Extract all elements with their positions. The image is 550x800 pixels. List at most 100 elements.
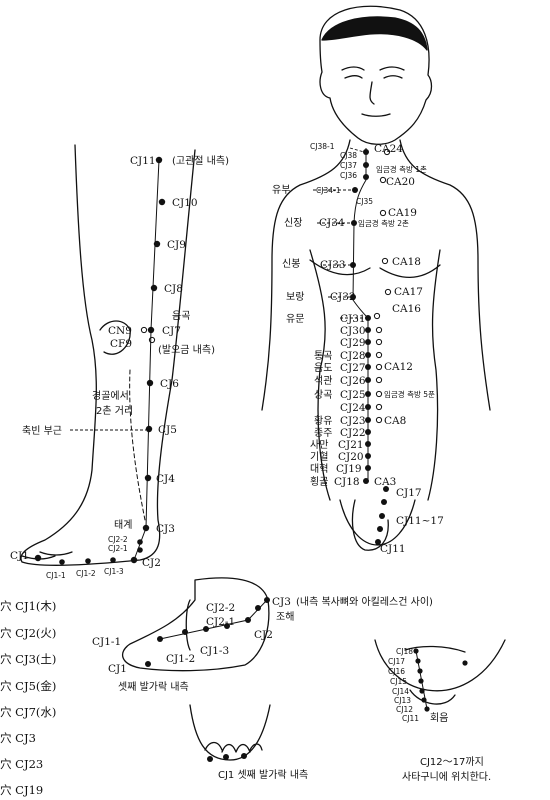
cj1-3-label: CJ1-3	[104, 567, 124, 576]
cf9-label: CF9	[110, 338, 132, 350]
gyeonggol-line1: 경골에서	[92, 389, 129, 402]
legend: 穴 CJ1(木) 穴 CJ2(火) 穴 CJ3(土) 穴 CJ5(金) 穴 CJ…	[0, 599, 56, 797]
pelvis-caption-2: 사타구니에 위치한다.	[402, 770, 491, 783]
pelvis-labels: CJ18 CJ17 CJ16 CJ15 CJ14 CJ13 CJ12 CJ11 …	[388, 647, 491, 783]
pelvis-cj14: CJ14	[392, 687, 409, 696]
legend-item: 穴 CJ1(木)	[0, 599, 56, 613]
legend-item: 穴 CJ7(水)	[0, 705, 56, 719]
foot-cj1-3-label: CJ1-3	[200, 645, 229, 657]
ca12-label: CA12	[384, 361, 413, 373]
side2-note: 임금경 측방 2촌	[358, 218, 409, 228]
eumgok-label: 음곡	[172, 310, 190, 322]
range-label: CJ11~17	[396, 515, 444, 527]
cj23-label: CJ23	[340, 415, 366, 427]
cj1-label: CJ1	[10, 550, 29, 562]
giheol-label: 기혈	[310, 450, 328, 463]
cj35-label: CJ35	[356, 197, 373, 206]
leader-lines	[70, 147, 366, 431]
pelvis-cj13: CJ13	[394, 696, 411, 705]
cj18-label: CJ18	[334, 476, 360, 488]
tonggok-label: 통곡	[314, 350, 332, 362]
pelvis-cj17: CJ17	[388, 657, 405, 666]
ca3-label: CA3	[374, 476, 396, 488]
cj6-label: CJ6	[160, 378, 179, 390]
chukbin-label: 축빈 부근	[22, 425, 62, 437]
foot-cj2-2-label: CJ2-2	[206, 602, 235, 614]
cj37-label: CJ37	[340, 161, 357, 170]
cj27-label: CJ27	[340, 362, 366, 374]
cj9-label: CJ9	[167, 239, 186, 251]
daehyeok-label: 대혁	[310, 463, 328, 475]
cj7-label: CJ7	[162, 325, 181, 337]
legend-item: 穴 CJ3(土)	[0, 652, 56, 666]
cj17-label: CJ17	[396, 487, 422, 499]
leg-outline	[20, 144, 196, 566]
ca24-label: CA24	[374, 143, 403, 155]
legend-item: 穴 CJ2(火)	[0, 626, 56, 640]
yumun-label: 유문	[286, 313, 304, 325]
legend-item: 穴 CJ19	[0, 783, 43, 797]
cj24-label: CJ24	[340, 402, 366, 414]
cj11-torso-label: CJ11	[380, 543, 406, 555]
cj11-label: CJ11	[130, 155, 156, 167]
foot-outline	[121, 577, 270, 672]
side1-note: 임금경 측방 1촌	[376, 164, 427, 174]
cj8-label: CJ8	[164, 283, 183, 295]
cj19-label: CJ19	[336, 463, 362, 475]
pelvis-cj16: CJ16	[388, 667, 405, 676]
cj10-label: CJ10	[172, 197, 198, 209]
foot-cj1-2-label: CJ1-2	[166, 653, 195, 665]
hoeeum-label: 회음	[430, 712, 448, 724]
jungju-label: 중주	[314, 427, 332, 439]
ca18-label: CA18	[392, 256, 421, 268]
sanggok-label: 상곡	[314, 389, 332, 401]
taegye-label: 태계	[114, 519, 132, 531]
pelvis-cj18: CJ18	[396, 647, 413, 656]
pelvis-cj12: CJ12	[396, 705, 413, 714]
ca20-label: CA20	[386, 176, 415, 188]
torso-outline	[261, 5, 491, 551]
legend-item: 穴 CJ23	[0, 757, 43, 771]
meridian-lines	[133, 148, 428, 710]
sinbong-label: 신봉	[282, 258, 300, 270]
cj34-label: CJ34	[319, 217, 345, 229]
cj32-label: CJ32	[330, 291, 356, 303]
cj1-1-label: CJ1-1	[46, 571, 66, 580]
cj4-label: CJ4	[156, 473, 175, 485]
saman-label: 사만	[310, 439, 328, 451]
foot-cj2-label: CJ2	[254, 629, 273, 641]
foot-toe-note: 셋째 발가락 내측	[118, 681, 189, 693]
gyeonggol-line2: 2촌 거리	[96, 405, 133, 417]
ca16-label: CA16	[392, 303, 421, 315]
cj2-2-label: CJ2-2	[108, 535, 128, 544]
foot-cj1-1-label: CJ1-1	[92, 636, 121, 648]
johae-label: 조해	[276, 610, 294, 623]
cj38-label: CJ38	[340, 151, 357, 160]
torso-labels: CJ38-1 CA24 CJ38 CJ37 CJ36 임금경 측방 1촌 CA2…	[272, 142, 444, 555]
yubu-label: 유부	[272, 184, 290, 196]
cj33-label: CJ33	[320, 259, 346, 271]
cj20-label: CJ20	[338, 451, 364, 463]
legend-item: 穴 CJ3	[0, 731, 36, 745]
leg-labels: CJ11 (고관절 내측) CJ10 CJ9 CJ8 음곡 CJ7 CN9 CF…	[10, 154, 229, 580]
cj36-label: CJ36	[340, 171, 357, 180]
foot-cj3-note: (내측 복사뼈와 아킬레스건 사이)	[296, 595, 433, 608]
cj25-label: CJ25	[340, 389, 366, 401]
cj38-1-label: CJ38-1	[310, 142, 335, 151]
cj26-label: CJ26	[340, 375, 366, 387]
cn9-label: CN9	[108, 325, 132, 337]
cj22-label: CJ22	[340, 427, 366, 439]
foot-labels: CJ3 (내측 복사뼈와 아킬레스건 사이) 조해 CJ2-2 CJ2-1 CJ…	[92, 595, 433, 693]
cj28-label: CJ28	[340, 350, 366, 362]
seokgwan-label: 석관	[314, 375, 332, 387]
toes-note: CJ1 셋째 발가락 내측	[218, 769, 308, 781]
pelvis-outline	[374, 639, 506, 705]
cj2-1-label: CJ2-1	[108, 544, 128, 553]
hwangyu-label: 황유	[314, 415, 332, 427]
sinjang-label: 신장	[284, 217, 302, 229]
pelvis-cj11: CJ11	[402, 714, 419, 723]
pelvis-cj15: CJ15	[390, 677, 407, 686]
cj31-label: CJ31	[340, 313, 366, 325]
legend-item: 穴 CJ5(金)	[0, 679, 56, 693]
eumdo-label: 음도	[314, 362, 332, 374]
